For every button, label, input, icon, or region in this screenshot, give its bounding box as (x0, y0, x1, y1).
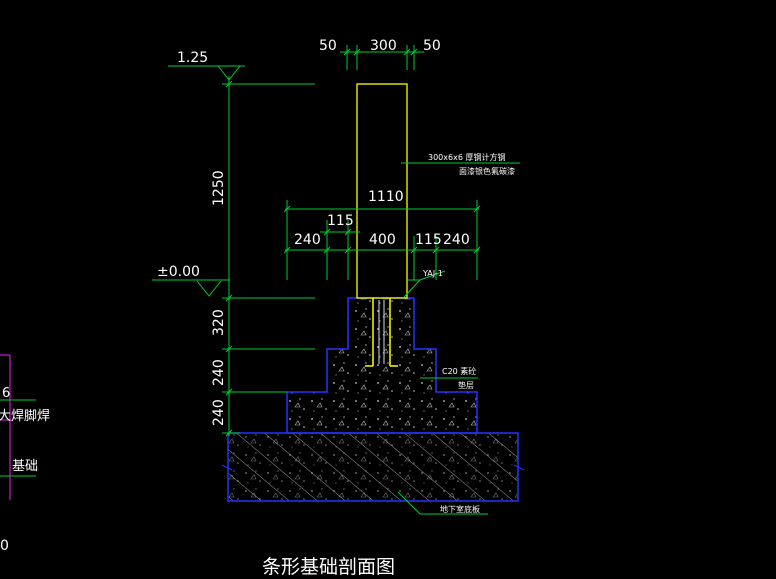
note-concrete: C20 素砼 (442, 366, 476, 376)
dim-v-240-upper: 240 (211, 359, 227, 386)
dim-v-1250: 1250 (211, 170, 227, 206)
note-cushion: 垫层 (458, 380, 474, 390)
note-steel-tube-line1: 300x6x6 厚钢计方钢 (428, 152, 505, 162)
edge-text-0: 0 (0, 538, 9, 554)
dim-top-300: 300 (370, 38, 397, 54)
dim-top-left-50: 50 (319, 38, 337, 54)
steel-column (356, 83, 408, 367)
edge-text-base: 基础 (12, 459, 38, 474)
dimension-lines (152, 45, 520, 515)
dim-1110: 1110 (368, 189, 404, 205)
edge-text-weld: 大焊脚焊 (0, 408, 50, 424)
dim-400: 400 (369, 232, 396, 248)
note-slab: 地下室底板 (440, 504, 480, 514)
note-anchor: YAJ-1 (422, 269, 443, 278)
left-edge-fragment: 6 大焊脚焊 基础 0 (0, 354, 50, 554)
dim-240-right: 240 (443, 232, 470, 248)
dim-top-right-50: 50 (423, 38, 441, 54)
dim-240-left: 240 (294, 232, 321, 248)
dim-115-upper: 115 (327, 213, 354, 229)
drawing-title: 条形基础剖面图 (262, 556, 395, 578)
note-steel-tube-line2: 面漆银色氟碳漆 (459, 166, 515, 176)
dim-v-240-lower: 240 (211, 399, 227, 426)
dim-v-320: 320 (211, 309, 227, 336)
edge-text-6: 6 (2, 386, 10, 401)
annotation-notes: 300x6x6 厚钢计方钢 面漆银色氟碳漆 YAJ-1 C20 素砼 垫层 地下… (422, 152, 515, 514)
basement-slab (221, 432, 525, 502)
elevation-top-label: 1.25 (177, 50, 208, 66)
elevation-ground-label: ±0.00 (157, 264, 200, 280)
stepped-foundation (286, 297, 478, 434)
dim-115-right: 115 (415, 232, 442, 248)
dimension-labels: 50 300 50 1110 115 240 400 115 240 1250 … (157, 38, 470, 426)
